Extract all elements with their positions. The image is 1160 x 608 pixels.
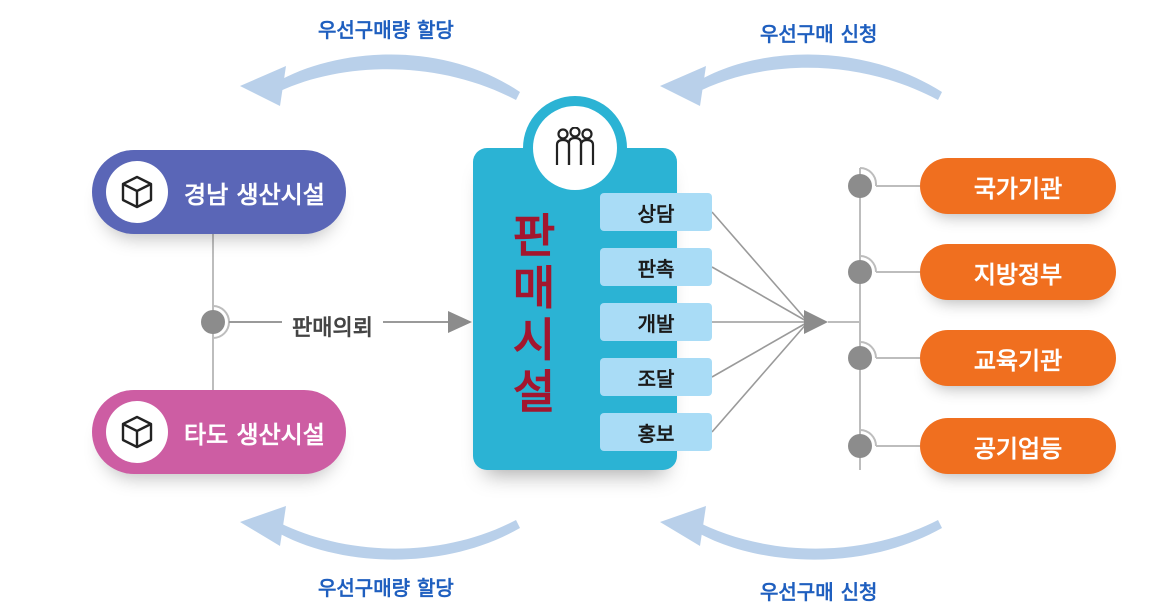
request-arrow-bottom <box>660 506 942 560</box>
task-promotion: 판촉 <box>600 248 712 286</box>
task-fan-lines <box>711 211 809 433</box>
request-label-bottom: 우선구매 신청 <box>760 580 878 604</box>
task-procurement: 조달 <box>600 358 712 396</box>
hub-title: 판 매 시 설 <box>512 209 556 419</box>
agency-local-government: 지방정부 <box>920 244 1116 300</box>
people-icon <box>533 106 617 190</box>
agency-national: 국가기관 <box>920 158 1116 214</box>
task-consulting: 상담 <box>600 193 712 231</box>
request-arrow-top <box>660 54 942 106</box>
agency-education: 교육기관 <box>920 330 1116 386</box>
cube-icon <box>106 401 168 463</box>
allocation-label-top: 우선구매량 할당 <box>318 18 454 42</box>
agency-connector-dot <box>848 260 872 284</box>
producer-gyeongnam: 경남 생산시설 <box>92 150 346 234</box>
agency-connector-dot <box>848 346 872 370</box>
producer-other-province: 타도 생산시설 <box>92 390 346 474</box>
agency-connector-dot <box>848 434 872 458</box>
sales-request-label: 판매의뢰 <box>282 310 383 342</box>
allocation-label-bottom: 우선구매량 할당 <box>318 576 454 600</box>
agency-public-enterprise: 공기업등 <box>920 418 1116 474</box>
producer-connector-dot <box>201 310 225 334</box>
agency-connector-dot <box>848 174 872 198</box>
cube-icon <box>106 161 168 223</box>
agency-arrowhead <box>804 310 828 334</box>
task-publicity: 홍보 <box>600 413 712 451</box>
allocation-arrow-top <box>240 54 520 106</box>
producer-label: 타도 생산시설 <box>184 420 325 449</box>
request-label-top: 우선구매 신청 <box>760 22 878 46</box>
request-arrowhead <box>448 311 472 333</box>
producer-label: 경남 생산시설 <box>184 180 325 209</box>
task-development: 개발 <box>600 303 712 341</box>
allocation-arrow-bottom <box>240 506 520 560</box>
